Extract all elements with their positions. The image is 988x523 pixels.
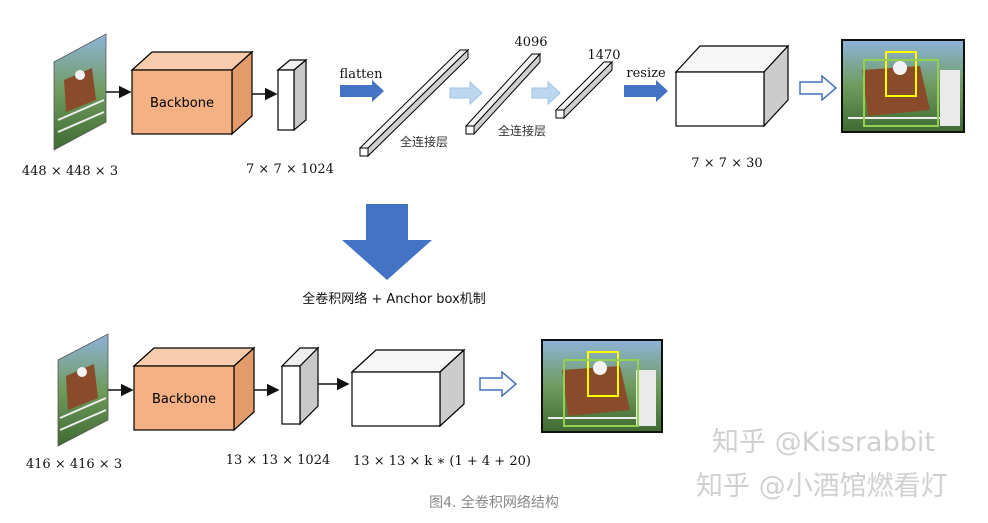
top-input-dims: 448 × 448 × 3 xyxy=(22,164,118,179)
fc-layer-1-label: 全连接层 xyxy=(400,134,448,149)
bottom-result-arrow xyxy=(479,370,518,398)
fc-layer-2-label: 全连接层 xyxy=(498,123,546,138)
flatten-arrow xyxy=(340,80,384,102)
fc-layer-2 xyxy=(464,52,542,136)
top-output-tensor xyxy=(674,44,790,128)
fc-layer-3-size: 1470 xyxy=(587,48,620,63)
bottom-input-image xyxy=(57,333,109,447)
bottom-backbone-block xyxy=(132,346,256,432)
top-feature-map xyxy=(276,58,308,132)
bottom-output-dims: 13 × 13 × k ∗ (1 + 4 + 20) xyxy=(353,454,531,469)
top-output-image xyxy=(841,39,965,133)
light-arrow-2 xyxy=(531,80,561,106)
watermark-1: 知乎 @Kissrabbit xyxy=(712,427,935,458)
light-arrow-1 xyxy=(449,80,483,106)
fc-layer-3 xyxy=(554,60,614,120)
bottom-output-tensor xyxy=(350,348,466,428)
bottom-feature-dims: 13 × 13 × 1024 xyxy=(226,453,330,468)
resize-arrow xyxy=(624,80,668,102)
top-backbone-block xyxy=(130,50,254,136)
bottom-backbone-label: Backbone xyxy=(152,392,216,407)
top-result-arrow xyxy=(799,74,838,102)
top-output-dims: 7 × 7 × 30 xyxy=(691,156,762,171)
bottom-output-image xyxy=(541,339,663,433)
transition-label: 全卷积网络 + Anchor box机制 xyxy=(302,291,486,307)
watermark-2: 知乎 @小酒馆燃看灯 xyxy=(696,471,948,502)
transition-arrow xyxy=(342,204,432,280)
fc-layer-2-size: 4096 xyxy=(514,35,547,50)
flatten-label: flatten xyxy=(340,67,384,82)
top-feature-dims: 7 × 7 × 1024 xyxy=(246,162,334,177)
bottom-feature-map xyxy=(280,346,320,426)
top-backbone-label: Backbone xyxy=(150,96,214,111)
figure-caption: 图4. 全卷积网络结构 xyxy=(429,495,559,511)
bottom-input-dims: 416 × 416 × 3 xyxy=(26,457,122,472)
top-input-image xyxy=(53,33,107,151)
resize-label: resize xyxy=(626,66,666,81)
fc-layer-1 xyxy=(358,48,470,158)
